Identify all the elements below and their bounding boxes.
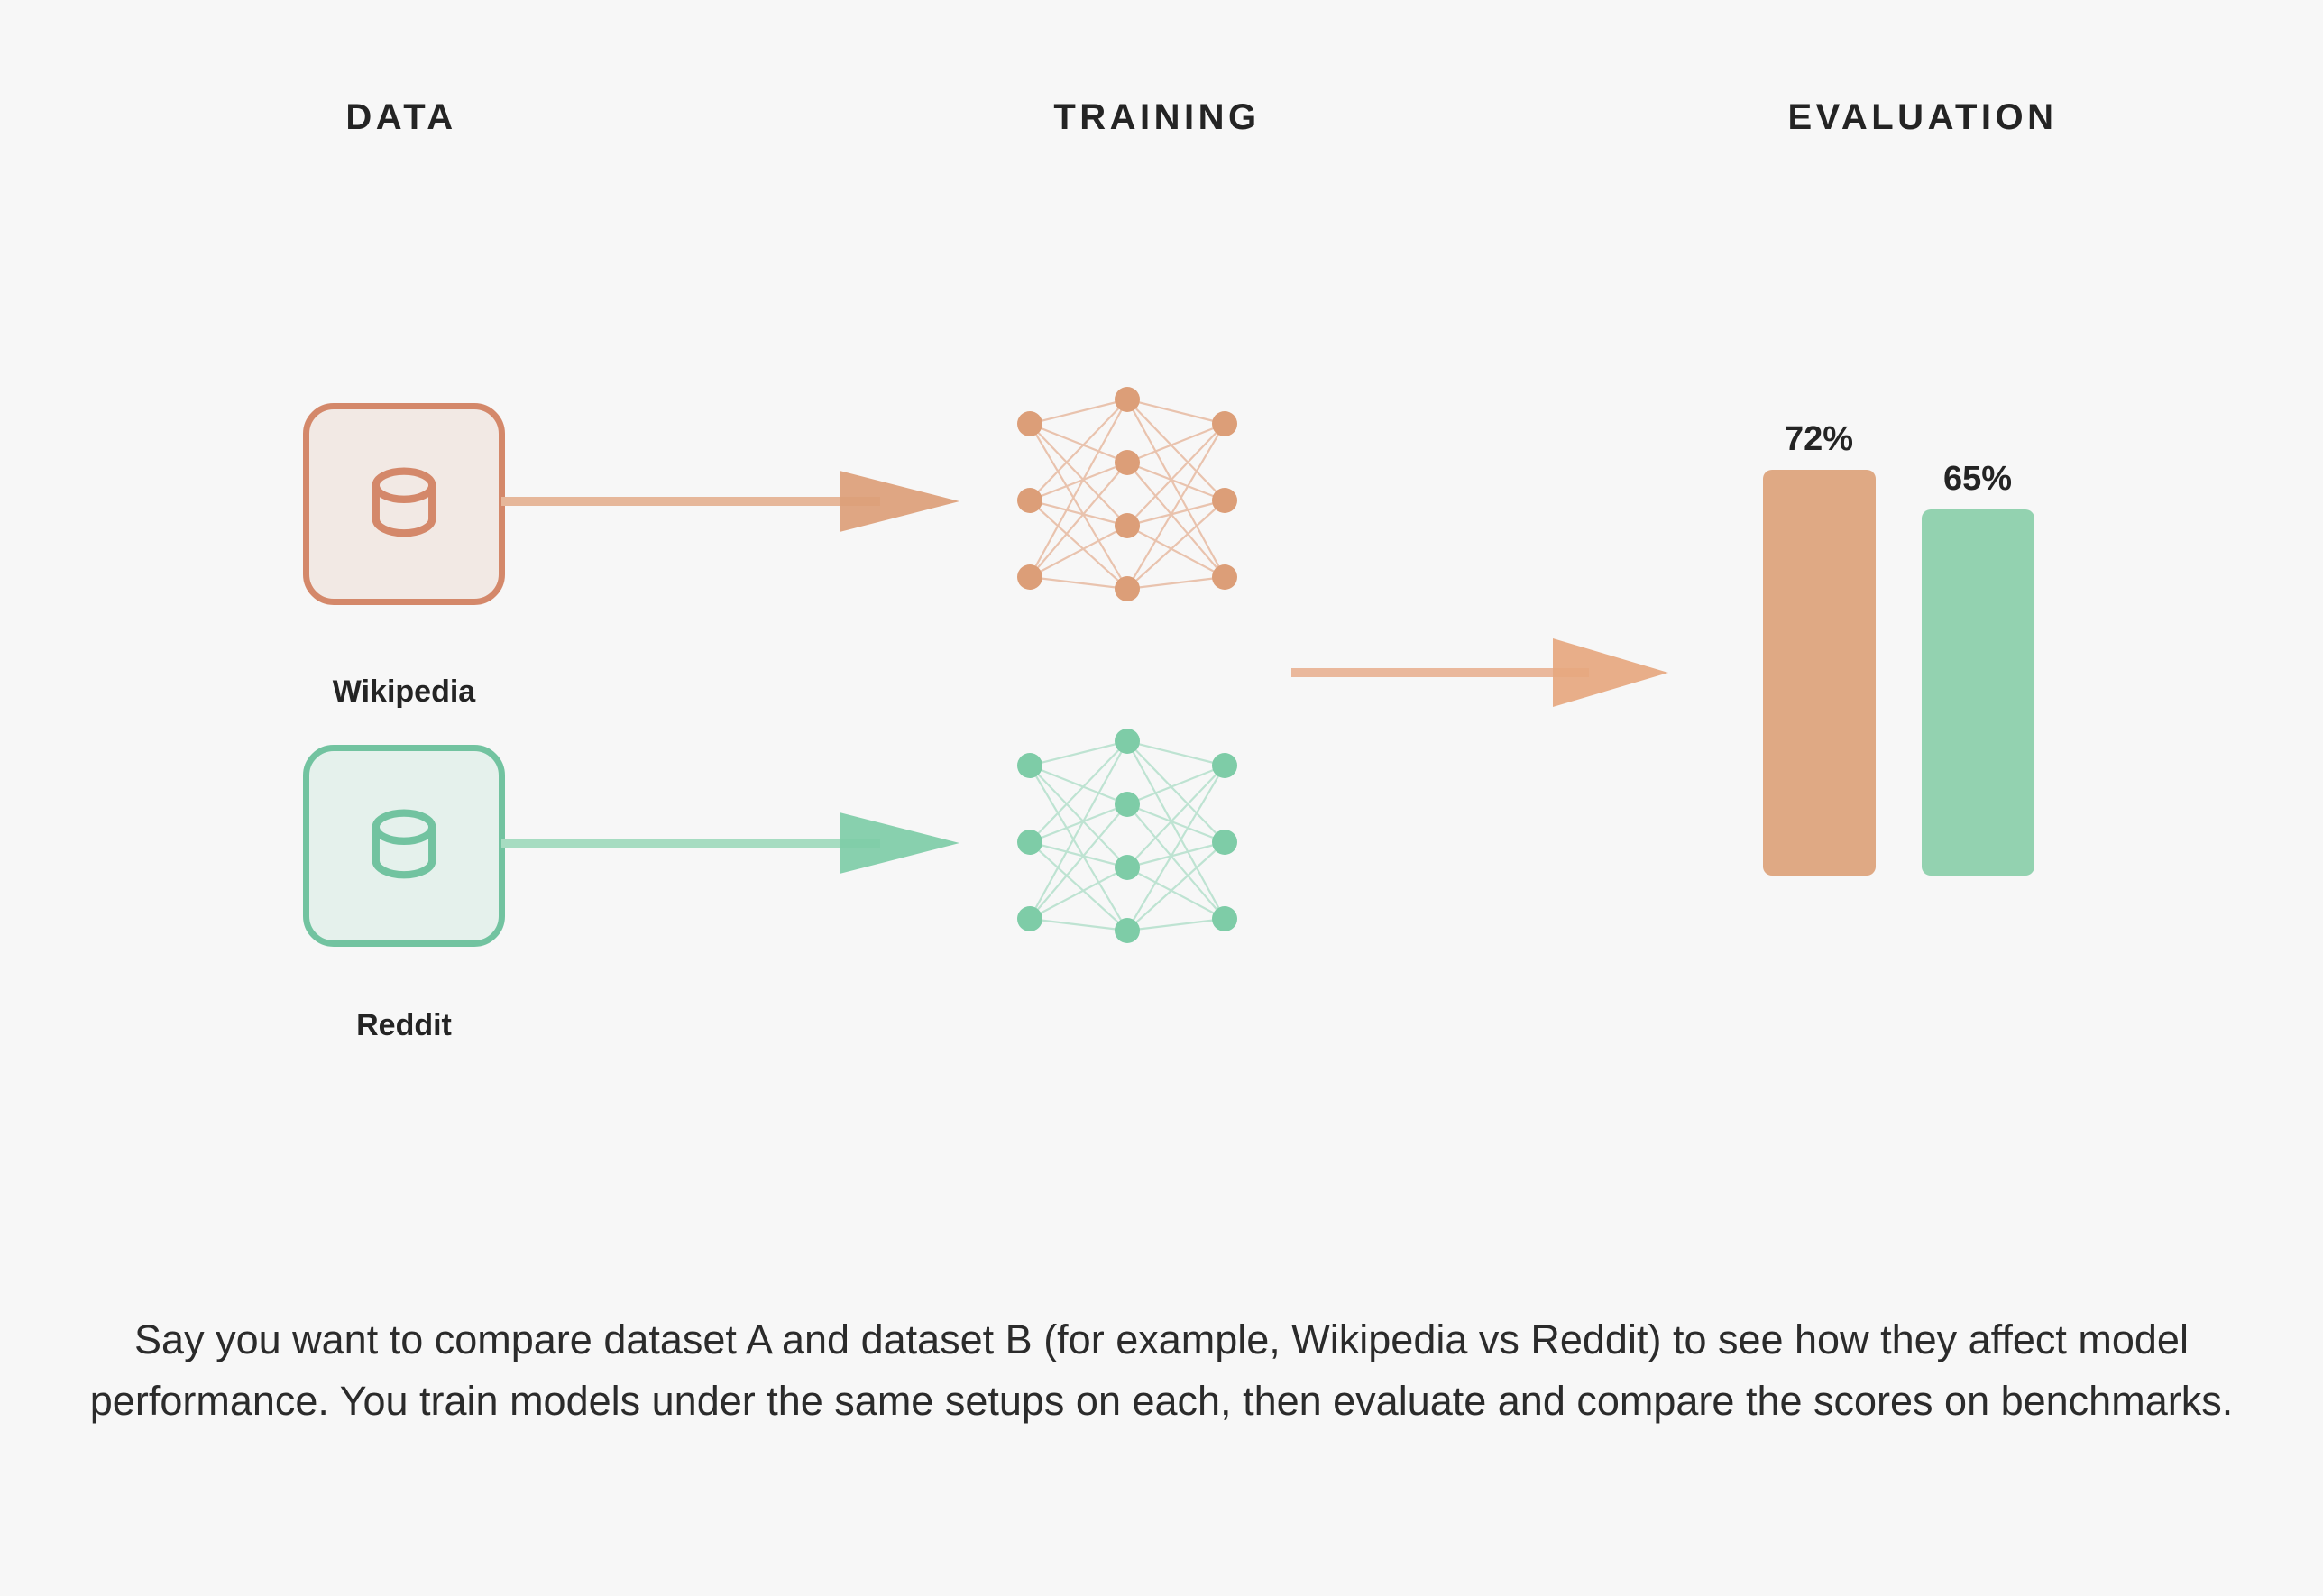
eval-bar-value-wikipedia: 72%: [1784, 420, 1854, 458]
arrow-wikipedia-to-model: [501, 471, 960, 532]
dataset-box-reddit[interactable]: [303, 745, 505, 947]
eval-bar-value-reddit: 65%: [1942, 459, 2013, 498]
eval-bar-reddit: [1922, 509, 2034, 876]
dataset-label-reddit: Reddit: [356, 1008, 452, 1042]
eval-bar-wikipedia: [1763, 470, 1876, 876]
column-header-training: TRAINING: [1053, 97, 1261, 137]
dataset-box-wikipedia[interactable]: [303, 403, 505, 605]
database-icon: [372, 809, 436, 879]
arrow-reddit-to-model: [501, 812, 960, 874]
arrow-training-to-evaluation: [1291, 638, 1668, 707]
neural-network-wikipedia: [1017, 387, 1237, 601]
neural-network-reddit: [1017, 729, 1237, 943]
column-header-evaluation: EVALUATION: [1787, 97, 2058, 137]
caption-text: Say you want to compare dataset A and da…: [89, 1316, 2234, 1425]
column-header-data: DATA: [345, 97, 457, 137]
dataset-label-wikipedia: Wikipedia: [332, 674, 476, 709]
database-icon: [372, 467, 436, 537]
